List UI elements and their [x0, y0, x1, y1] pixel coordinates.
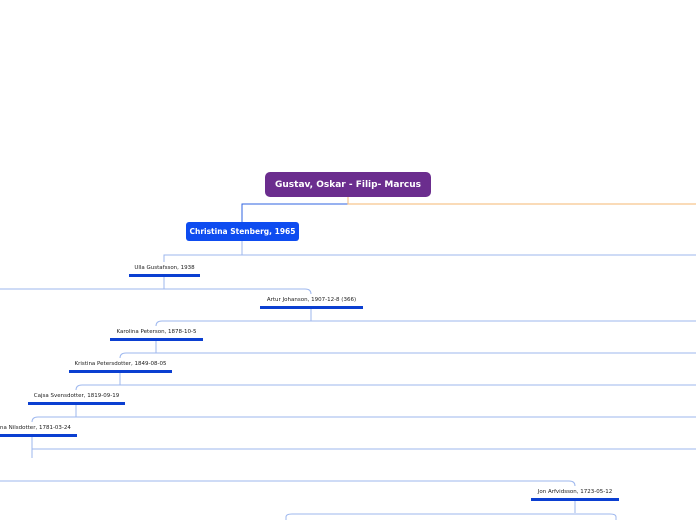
main-to-ulla-line [163, 241, 243, 262]
root-topic[interactable]: Gustav, Oskar - Filip- Marcus [265, 172, 431, 197]
root-accent-branch [347, 197, 696, 205]
ulla-to-artur-line [164, 288, 312, 295]
node-karolina[interactable]: Karolina Peterson, 1878-10-5 [110, 326, 203, 341]
artur-to-karolina-line [155, 320, 311, 327]
kristina-to-cajsa-line [75, 384, 120, 391]
root-branch-line [241, 197, 349, 222]
main-branch-line [241, 241, 696, 256]
cajsa-branch-line [75, 403, 696, 418]
cajsa-to-nilsdotter-line [31, 416, 76, 423]
node-cajsa[interactable]: Cajsa Svensdotter, 1819-09-19 [28, 390, 125, 405]
artur-branch-line [310, 307, 696, 322]
left-to-jon-line [0, 480, 576, 487]
ulla-branch-line [0, 275, 165, 290]
main-topic-christina[interactable]: Christina Stenberg, 1965 [186, 222, 299, 241]
karolina-branch-line [155, 339, 696, 354]
node-nilsdotter[interactable]: na Nilsdotter, 1781-03-24 [0, 422, 77, 437]
node-kristina[interactable]: Kristina Petersdotter, 1849-08-05 [69, 358, 172, 373]
node-jon[interactable]: Jon Arfvidsson, 1723-05-12 [531, 486, 619, 501]
nilsdotter-branch-line [31, 435, 696, 450]
karolina-to-kristina-line [119, 352, 156, 359]
kristina-branch-line [119, 371, 696, 386]
node-artur[interactable]: Artur Johanson, 1907-12-8 (366) [260, 294, 363, 309]
node-ulla[interactable]: Ulla Gustafsson, 1938 [129, 262, 200, 277]
jon-children-line [285, 513, 617, 520]
